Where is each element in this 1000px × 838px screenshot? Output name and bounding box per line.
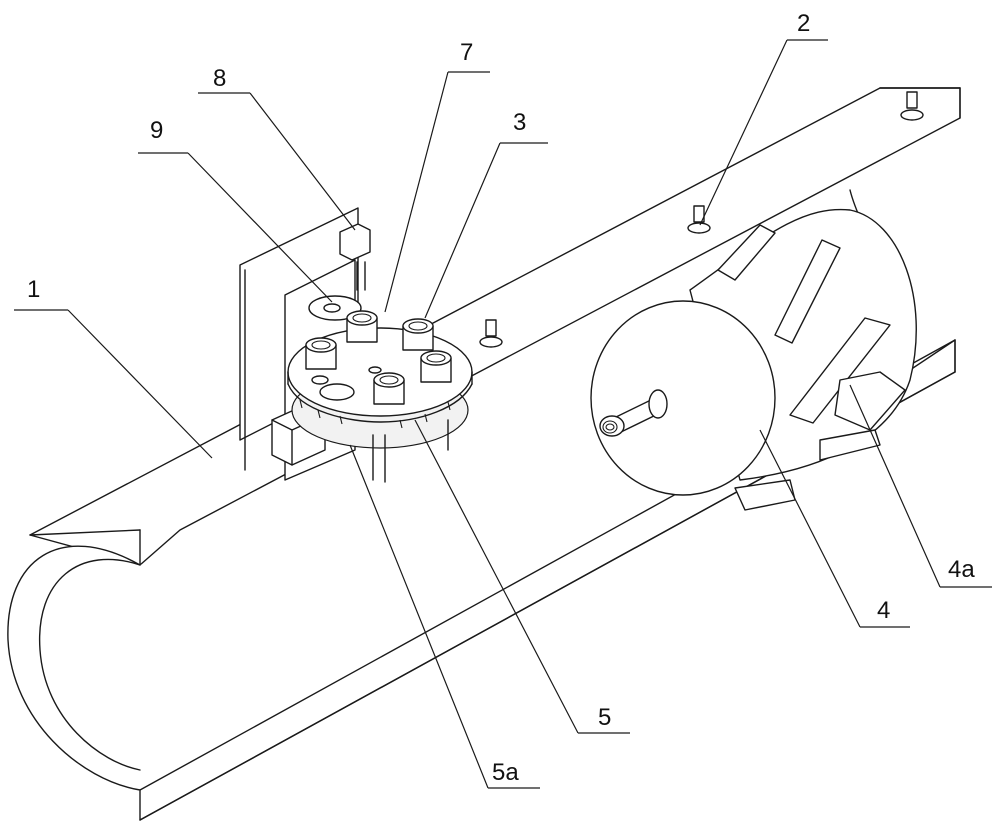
paddle	[717, 224, 776, 281]
label-5a: 5a	[492, 759, 519, 786]
rotary-tray	[287, 310, 473, 483]
paddle	[774, 239, 841, 344]
sample-cup	[346, 310, 378, 343]
bolts	[479, 91, 924, 348]
sample-cup	[373, 372, 405, 405]
part-labels: 2 3 7 8 9 1 4 4a 5 5a	[27, 10, 975, 786]
sample-cup	[420, 350, 452, 383]
label-4: 4	[877, 597, 890, 624]
label-4a: 4a	[948, 556, 975, 583]
label-1: 1	[27, 276, 40, 303]
paddle	[834, 371, 906, 431]
sensor	[339, 223, 371, 291]
label-9: 9	[150, 117, 163, 144]
label-3: 3	[513, 109, 526, 136]
leader-lines	[14, 39, 992, 789]
label-5: 5	[598, 704, 611, 731]
label-2: 2	[797, 10, 810, 37]
label-8: 8	[213, 65, 226, 92]
paddle	[789, 317, 891, 424]
sample-cup	[402, 318, 434, 351]
sample-cup	[305, 337, 337, 370]
drum	[590, 208, 917, 511]
indicator-disc	[308, 295, 362, 321]
paddle	[819, 429, 881, 461]
label-7: 7	[460, 39, 473, 66]
